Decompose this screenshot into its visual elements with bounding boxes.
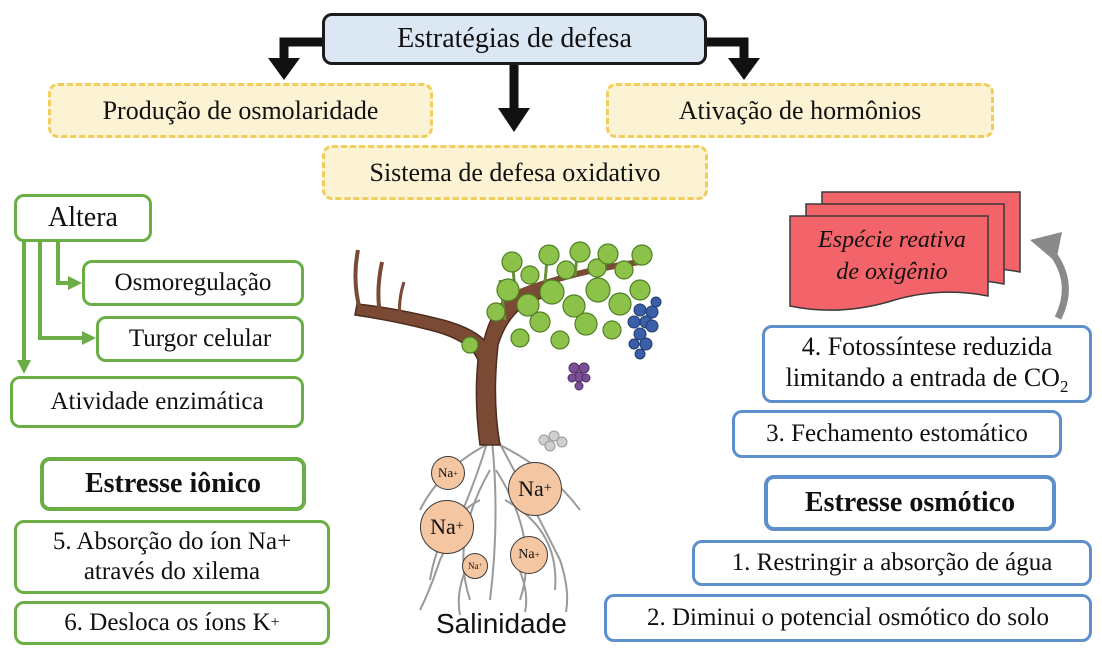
step4-line2: limitando a entrada de CO [785, 362, 1060, 392]
strategies-title: Estratégias de defesa [322, 13, 707, 65]
connector-head-atividade [17, 360, 31, 374]
ros-sheet-front [789, 215, 989, 311]
ros-arrow [1030, 232, 1069, 320]
step4-sub: 2 [1059, 377, 1069, 397]
step6-sup: + [270, 613, 280, 632]
bare-cane-2 [376, 261, 384, 315]
ros-stack [789, 191, 1021, 311]
connector-head-osmoregulacao [68, 276, 82, 290]
ros-label: Espécie reativa de oxigênio [800, 224, 984, 289]
na-ion-3: Na+ [420, 500, 474, 554]
na-ion-1: Na+ [431, 456, 465, 490]
step4-box: 4. Fotossíntese reduzida limitando a ent… [762, 325, 1092, 403]
curved-arrow-head [1030, 232, 1062, 262]
arrow-head-right [728, 58, 760, 80]
strategy-osmolarity: Produção de osmolaridade [48, 83, 433, 138]
osmotic-stress-title: Estresse osmótico [764, 475, 1056, 531]
atividade-box: Atividade enzimática [10, 376, 304, 428]
arrow-head-center [498, 108, 530, 132]
grapevine-illustration [353, 241, 662, 616]
na-ion-4: Na+ [462, 553, 488, 579]
bare-cane-3 [398, 281, 406, 319]
grape-cluster-purple [567, 362, 591, 391]
title-arrows [268, 37, 760, 132]
step1-box: 1. Restringir a absorção de água [692, 540, 1092, 586]
arrow-to-left-strategy [279, 37, 322, 62]
step2-box: 2. Diminui o potencial osmótico do solo [604, 594, 1092, 642]
step4-line2-wrap: limitando a entrada de CO2 [786, 362, 1069, 397]
step5-box: 5. Absorção do íon Na+ através do xilema [14, 520, 330, 594]
altera-box: Altera [14, 194, 152, 242]
strategy-hormones: Ativação de hormônios [606, 83, 994, 138]
na-ion-5: Na+ [510, 536, 548, 574]
trunk [354, 285, 543, 446]
leaves [461, 241, 653, 354]
step3-box: 3. Fechamento estomático [732, 410, 1062, 458]
salinity-caption: Salinidade [436, 608, 567, 639]
step6-text: 6. Desloca os íons K [64, 609, 271, 636]
grape-cluster-blue [627, 296, 662, 360]
connector-osmoregulacao [56, 240, 70, 285]
altera-connectors [17, 240, 96, 374]
na-ion-2: Na+ [508, 462, 562, 516]
turgor-box: Turgor celular [96, 316, 304, 362]
step6-box: 6. Desloca os íons K+ [14, 601, 330, 645]
step4-line1: 4. Fotossíntese reduzida [801, 331, 1053, 361]
connector-head-turgor [82, 331, 96, 345]
connector-turgor [38, 240, 84, 340]
step5-line1: 5. Absorção do íon Na+ [52, 528, 292, 555]
bare-cane [353, 249, 362, 311]
grape-cluster-grey [538, 430, 568, 452]
arrow-to-right-strategy [706, 37, 749, 62]
curved-arrow [1047, 247, 1069, 320]
strategy-oxidative: Sistema de defesa oxidativo [322, 145, 708, 200]
ros-line2: de oxigênio [836, 259, 948, 286]
arrow-head-left [268, 58, 300, 80]
step5-line2: através do xilema [83, 558, 261, 585]
ionic-stress-title: Estresse iônico [40, 457, 306, 511]
ros-line1: Espécie reativa [818, 227, 966, 253]
osmoregulacao-box: Osmoregulação [82, 260, 304, 306]
